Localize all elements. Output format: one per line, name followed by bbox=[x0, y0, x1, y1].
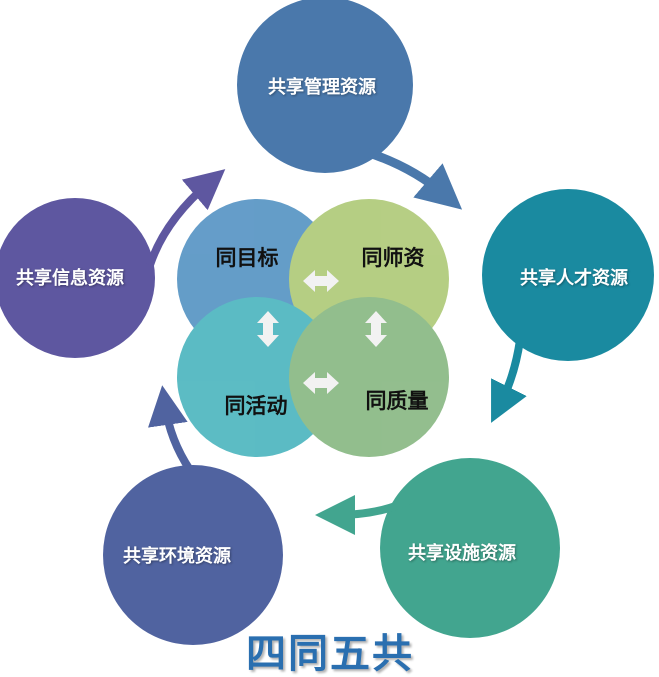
outer-label-information: 共享信息资源 bbox=[16, 268, 124, 289]
inner-label-activities: 同活动 bbox=[224, 394, 288, 418]
outer-node-information bbox=[0, 169, 226, 358]
outer-node-management bbox=[237, 0, 463, 210]
outer-label-management: 共享管理资源 bbox=[268, 77, 376, 98]
inner-label-quality: 同质量 bbox=[365, 389, 429, 413]
outer-node-facilities bbox=[315, 458, 560, 638]
inner-label-goal: 同目标 bbox=[215, 246, 279, 270]
outer-node-environment bbox=[103, 385, 283, 645]
double-arrow-horizontal-icon bbox=[303, 372, 339, 394]
double-arrow-horizontal-icon bbox=[303, 270, 339, 292]
inner-venn bbox=[177, 199, 449, 457]
outer-label-facilities: 共享设施资源 bbox=[408, 543, 516, 564]
outer-label-talent: 共享人才资源 bbox=[520, 268, 628, 289]
outer-label-environment: 共享环境资源 bbox=[123, 546, 231, 567]
double-arrow-vertical-icon bbox=[257, 311, 279, 347]
inner-label-teachers: 同师资 bbox=[361, 246, 425, 270]
outer-node-talent bbox=[482, 189, 654, 423]
double-arrows bbox=[257, 270, 387, 394]
double-arrow-vertical-icon bbox=[365, 311, 387, 347]
diagram-title: 四同五共 bbox=[246, 631, 414, 677]
